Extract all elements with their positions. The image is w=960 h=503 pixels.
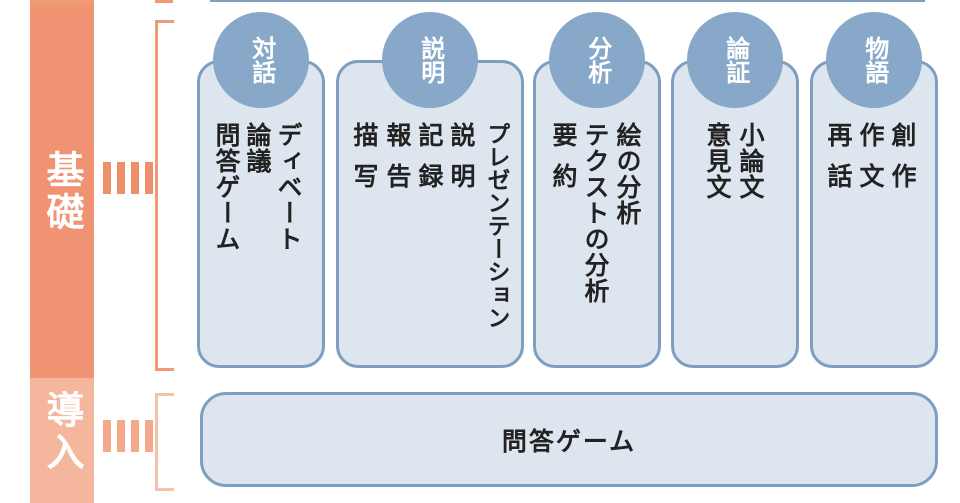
item-debate: ディベート [274,122,303,252]
item-setsumei: 説明 [447,122,476,204]
bracket-donyu [155,393,174,491]
item-rongi: 論議 [243,122,272,174]
item-mondo-game: 問答ゲーム [212,122,241,252]
category-badge-bunseki: 分析 [549,12,645,108]
item-presentation: プレゼンテーション [483,122,509,329]
intro-label: 問答ゲーム [501,426,637,456]
category-card-monogatari [810,60,938,368]
category-card-ronsho [671,60,799,368]
stage-bar-donyu [30,378,94,503]
item-sosaku: 創作 [888,122,917,204]
intro-card: 問答ゲーム [200,392,938,487]
upper-section-border [210,0,925,2]
stage-bar-top [30,0,94,6]
item-e-no-bunseki: 絵の分析 [613,122,642,226]
stage-connector-donyu [103,420,153,452]
bracket-kiso [155,20,174,371]
item-yoyaku: 要約 [549,122,578,204]
item-kiroku: 記録 [415,122,444,204]
stage-bar-kiso [30,6,94,378]
item-text-no-bunseki: テクストの分析 [581,122,610,304]
stage-label-donyu: 導入 [40,390,84,474]
item-ikenbun: 意見文 [703,122,732,200]
item-hokoku: 報告 [383,122,412,204]
stage-label-kiso: 基礎 [40,150,84,234]
bracket-top-tick [155,0,173,3]
item-shoronbun: 小論文 [736,122,765,200]
category-badge-taiwa: 対話 [213,12,309,108]
category-badge-ronsho: 論証 [687,12,783,108]
category-card-taiwa [197,60,325,368]
category-badge-monogatari: 物語 [826,12,922,108]
stage-connector-kiso [103,162,153,194]
category-badge-setsumei: 説明 [382,12,478,108]
item-byosha: 描写 [350,122,379,204]
item-sakubun: 作文 [856,122,885,204]
item-saiwa: 再話 [824,122,853,204]
